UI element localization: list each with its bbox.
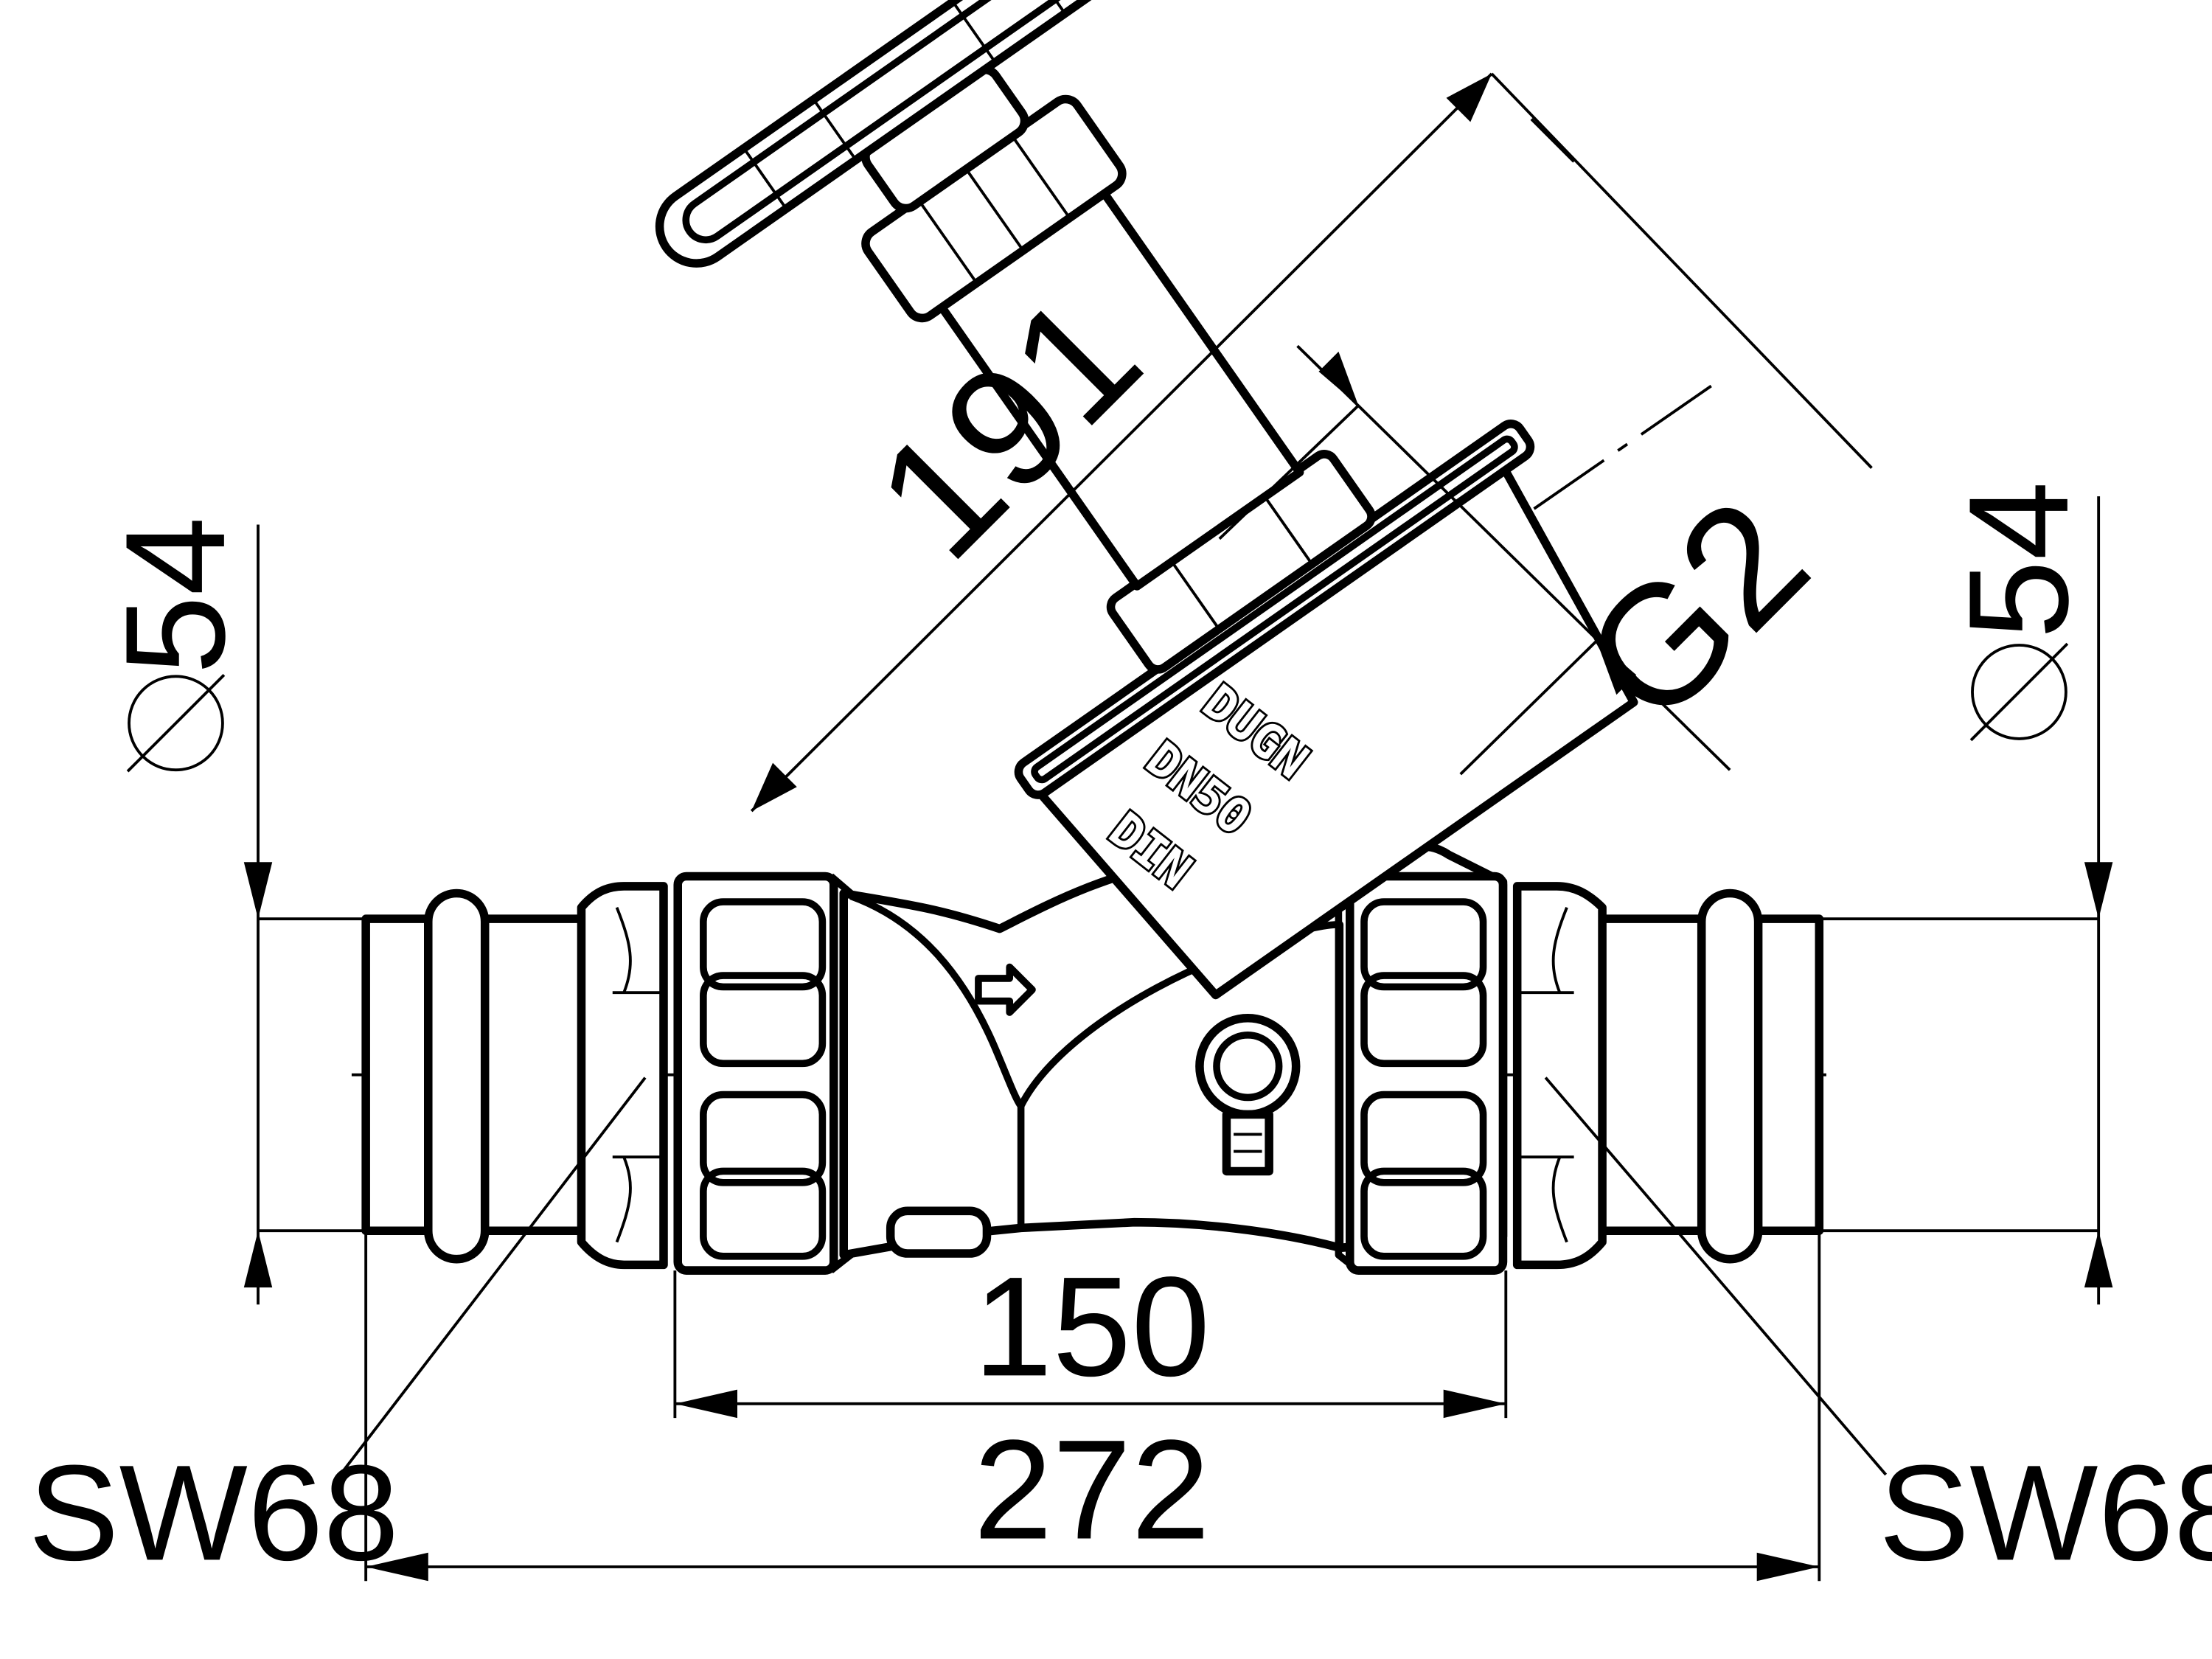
right-press-end: [1512, 882, 1824, 1270]
bonnet-assembly: [655, 0, 1638, 1000]
diameter-right-icon: [1971, 644, 2067, 740]
dimension-272: 272: [364, 1231, 1821, 1582]
left-union-nut: [673, 872, 855, 1275]
sw-left-label: SW68: [28, 1437, 399, 1589]
right-union-nut: [1335, 872, 1508, 1275]
dim-150-label: 150: [973, 1247, 1210, 1405]
dim-272-label: 272: [973, 1411, 1210, 1569]
wrench-size-left: SW68: [28, 1077, 647, 1589]
dim-dia-left-label: 54: [96, 517, 254, 675]
handwheel-icon: [655, 0, 1154, 268]
flow-arrow-icon: [975, 963, 1036, 1016]
diameter-left-icon: [128, 675, 224, 772]
dimension-dia-right: 54: [1819, 481, 2113, 1305]
left-press-end: [361, 882, 668, 1270]
dimension-dia-left: 54: [96, 517, 366, 1305]
dimension-150: 150: [673, 1247, 1508, 1419]
sw-right-label: SW68: [1879, 1437, 2212, 1589]
dim-dia-right-label: 54: [1939, 481, 2098, 639]
wrench-size-right: SW68: [1544, 1077, 2212, 1589]
